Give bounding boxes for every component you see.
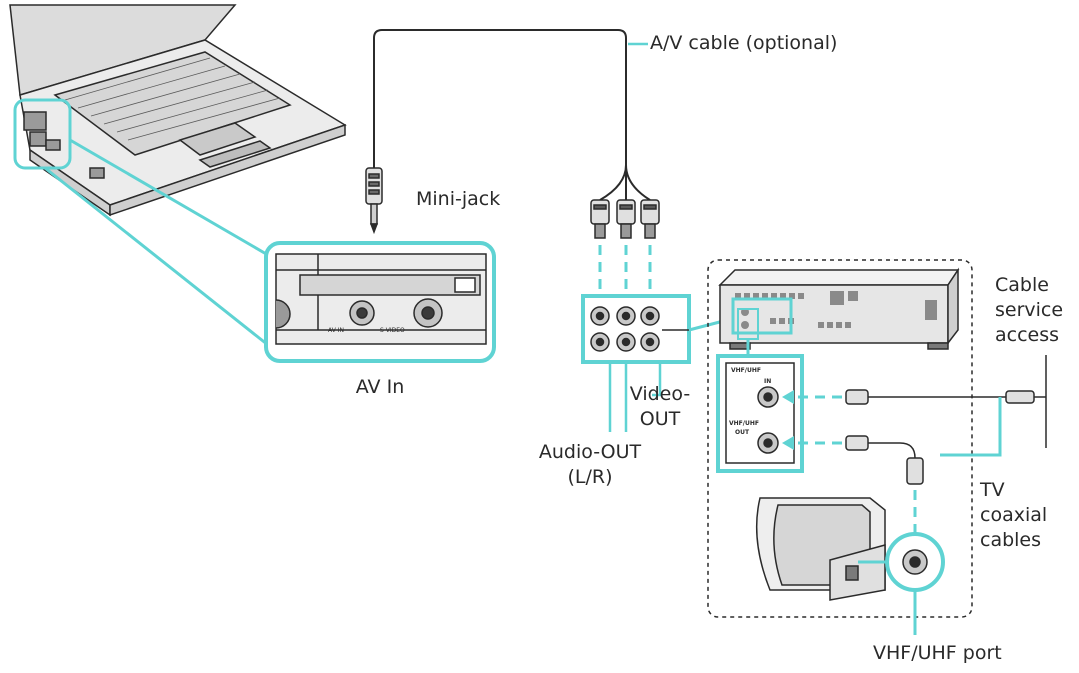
coax-guide-arrowheads — [782, 390, 794, 450]
vhf-uhf-port-label: VHF/UHF port — [873, 642, 1002, 664]
coax-dashed-guides — [790, 395, 842, 445]
s-video-port-label: S VIDEO — [380, 327, 405, 334]
av-out-jack-callout — [581, 294, 691, 364]
mini-jack-label: Mini-jack — [416, 188, 501, 210]
rca-dashed-guides — [598, 245, 652, 300]
tv-vhf-uhf-port — [902, 549, 928, 575]
av-in-port-label: AV IN — [328, 327, 344, 334]
coax-label-leader — [940, 397, 1002, 457]
av-cable-label: A/V cable (optional) — [650, 32, 838, 54]
video-out-label: Video- OUT — [620, 382, 700, 432]
tv-coax-line-1: TV — [980, 479, 1005, 501]
av-cable — [373, 29, 651, 201]
vhf-out-label-1: VHF/UHF — [729, 420, 759, 427]
video-out-line-1: Video- — [629, 383, 691, 405]
vhf-in-label-2: IN — [764, 378, 771, 385]
cable-service-access-label: Cable service access — [995, 273, 1063, 348]
rca-plugs — [590, 199, 660, 239]
video-out-line-2: OUT — [639, 408, 681, 430]
av-in-label: AV In — [355, 376, 405, 398]
tuner-group-boundary — [707, 259, 973, 618]
laptop-callout-leaders — [44, 138, 269, 347]
tv-coaxial-cables-label: TV coaxial cables — [980, 478, 1047, 553]
av-in-panel — [275, 253, 487, 345]
laptop-port-callout — [13, 98, 72, 170]
tv-set — [755, 497, 886, 601]
cable-service-line-2: service — [995, 299, 1064, 321]
tv-coax-line-2: coaxial — [980, 504, 1048, 526]
audio-out-label: Audio-OUT (L/R) — [525, 440, 655, 490]
av-out-leaders — [608, 362, 662, 432]
audio-out-line-1: Audio-OUT — [538, 441, 642, 463]
coax-cables — [845, 389, 1046, 485]
cable-service-line-1: Cable — [995, 274, 1049, 296]
vhf-out-label-2: OUT — [735, 429, 750, 436]
vcr-av-in-callout — [731, 297, 793, 335]
vhf-uhf-ports — [725, 362, 795, 464]
laptop-illustration — [9, 4, 347, 217]
tv-coax-line-3: cables — [980, 529, 1042, 551]
av-out-jacks — [590, 306, 689, 352]
audio-out-line-2: (L/R) — [567, 466, 613, 488]
vhf-in-label-1: VHF/UHF — [731, 367, 761, 374]
mini-jack-plug — [365, 167, 383, 235]
cable-service-line-3: access — [995, 324, 1060, 346]
